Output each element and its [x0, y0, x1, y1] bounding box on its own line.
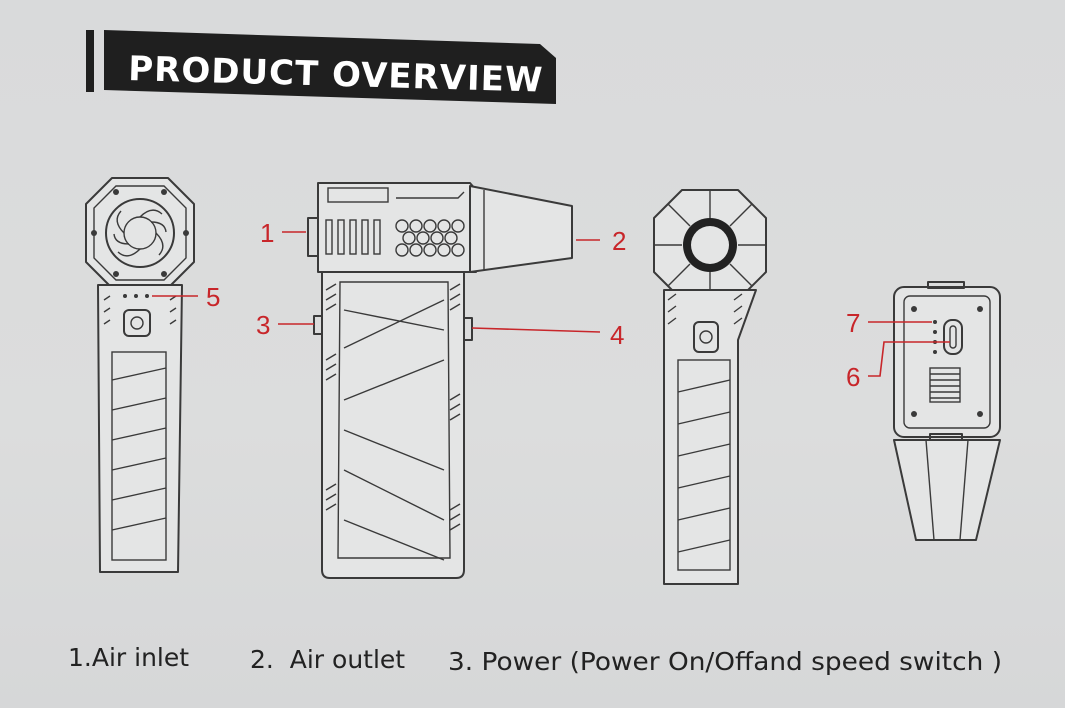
usb-c-port-icon	[943, 319, 963, 355]
top-edge-line	[396, 191, 465, 199]
head-screws	[91, 189, 189, 277]
blower-main-view	[307, 182, 573, 579]
callout-6: 6	[846, 341, 950, 392]
front-power-symbol	[699, 330, 713, 344]
main-handle	[321, 271, 465, 579]
callout-2-label: 2	[612, 226, 626, 256]
callout-7-label: 7	[846, 308, 860, 338]
side-handle-ribs	[103, 295, 177, 531]
callout-2: 2	[576, 226, 626, 256]
callout-5-label: 5	[206, 282, 220, 312]
side-head-inner	[93, 185, 187, 281]
callout-5: 5	[152, 282, 220, 312]
callout-3-label: 3	[256, 310, 270, 340]
main-handle-ribs	[343, 299, 445, 561]
title-background	[104, 30, 556, 104]
usb-port-side	[463, 317, 473, 341]
front-power-button-icon	[693, 321, 719, 353]
blower-side-view	[85, 177, 195, 573]
battery-led-dots	[933, 320, 937, 354]
blower-front-view	[653, 189, 767, 585]
fan-ring	[105, 198, 175, 268]
back-top-clip	[927, 281, 965, 289]
fan-blades-icon	[113, 209, 167, 257]
callout-4-label: 4	[610, 320, 624, 350]
legend-air-outlet: 2. Air outlet	[250, 645, 405, 674]
side-power-button-icon	[123, 309, 151, 337]
legend-air-inlet: 1.Air inlet	[68, 643, 189, 672]
main-handle-panel	[337, 281, 451, 559]
callout-1-label: 1	[260, 218, 274, 248]
air-outlet-opening	[691, 226, 729, 264]
title-banner: PRODUCT OVERVIEW	[86, 30, 556, 104]
side-handle	[97, 284, 183, 573]
nozzle	[469, 185, 573, 273]
air-inlet-knob	[307, 217, 319, 257]
side-handle-panel	[111, 351, 167, 561]
callout-7: 7	[846, 308, 932, 338]
power-button-side	[313, 315, 323, 335]
back-nozzle	[893, 439, 1001, 541]
back-screws	[911, 306, 983, 417]
side-power-symbol	[130, 316, 144, 330]
honeycomb-vents	[395, 219, 465, 257]
legend-power: 3. Power (Power On/Offand speed switch )	[448, 647, 1002, 676]
label-plate	[327, 187, 389, 203]
side-led-dots	[123, 294, 149, 298]
legend: 1.Air inlet 2. Air outlet 3. Power (Powe…	[68, 643, 1002, 676]
side-head-octagon	[85, 177, 195, 289]
front-handle-panel	[677, 359, 731, 571]
back-body	[893, 286, 1001, 438]
blower-back-view	[893, 281, 1001, 541]
main-side-grips	[325, 283, 461, 531]
callout-1: 1	[260, 218, 306, 248]
air-inlet-slots	[325, 219, 381, 255]
callout-3: 3	[256, 310, 314, 340]
front-handle-ribs	[667, 293, 743, 553]
title-accent-bar	[86, 30, 94, 92]
callout-6-label: 6	[846, 362, 860, 392]
callout-6-leader	[868, 341, 950, 377]
back-vent-grill	[929, 367, 961, 403]
callout-4-leader	[471, 327, 601, 333]
front-handle	[663, 289, 757, 585]
back-panel	[903, 295, 991, 429]
usb-c-inner	[949, 325, 957, 349]
callout-4: 4	[471, 320, 624, 350]
